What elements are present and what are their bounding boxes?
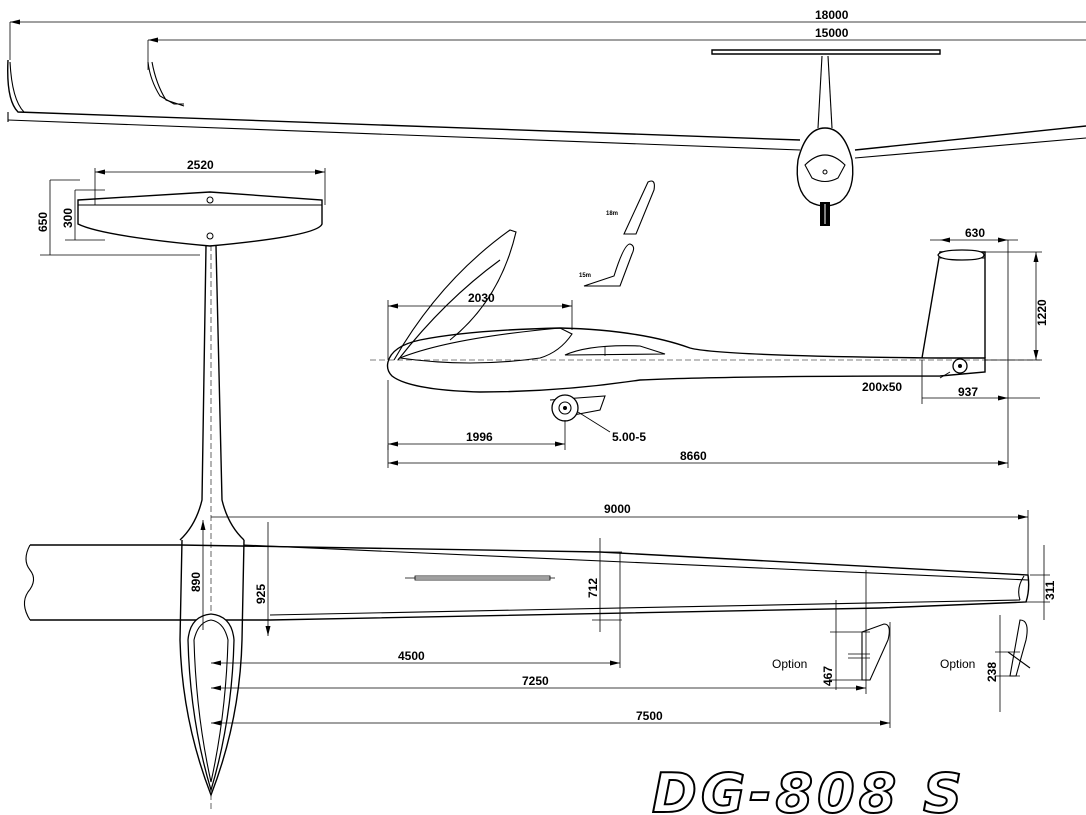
dim-9000: 9000 bbox=[604, 502, 631, 516]
dim-fin-1220: 1220 bbox=[1035, 299, 1049, 326]
dim-1996: 1996 bbox=[466, 430, 493, 444]
label-option-2: Option bbox=[940, 657, 975, 671]
dim-8660: 8660 bbox=[680, 449, 707, 463]
dim-937: 937 bbox=[958, 385, 978, 399]
dim-tail-650: 650 bbox=[36, 212, 50, 232]
dim-7250: 7250 bbox=[522, 674, 549, 688]
dim-wheel-size: 5.00-5 bbox=[612, 430, 646, 444]
dim-tail-300: 300 bbox=[61, 208, 75, 228]
title-logo: DG-808 S bbox=[652, 762, 966, 815]
dim-4500: 4500 bbox=[398, 649, 425, 663]
dim-311: 311 bbox=[1043, 580, 1057, 600]
dim-tailwheel: 200x50 bbox=[862, 380, 902, 394]
dim-712: 712 bbox=[586, 578, 600, 598]
dim-7500: 7500 bbox=[636, 709, 663, 723]
dim-467: 467 bbox=[821, 666, 835, 686]
label-option-1: Option bbox=[772, 657, 807, 671]
label-winglet-15m: 15m bbox=[579, 273, 591, 279]
dim-925: 925 bbox=[254, 584, 268, 604]
dim-fin-630: 630 bbox=[965, 226, 985, 240]
side-view bbox=[370, 180, 1042, 468]
dim-890: 890 bbox=[189, 572, 203, 592]
plan-view bbox=[23, 168, 1050, 810]
dim-tailplane-span: 2520 bbox=[187, 158, 214, 172]
dim-canopy-2030: 2030 bbox=[468, 291, 495, 305]
dim-238: 238 bbox=[985, 662, 999, 682]
label-winglet-18m: 18m bbox=[606, 211, 618, 217]
dim-span-15m: 15000 bbox=[815, 26, 849, 40]
front-view bbox=[7, 19, 1086, 226]
dim-span-18m: 18000 bbox=[815, 8, 849, 22]
